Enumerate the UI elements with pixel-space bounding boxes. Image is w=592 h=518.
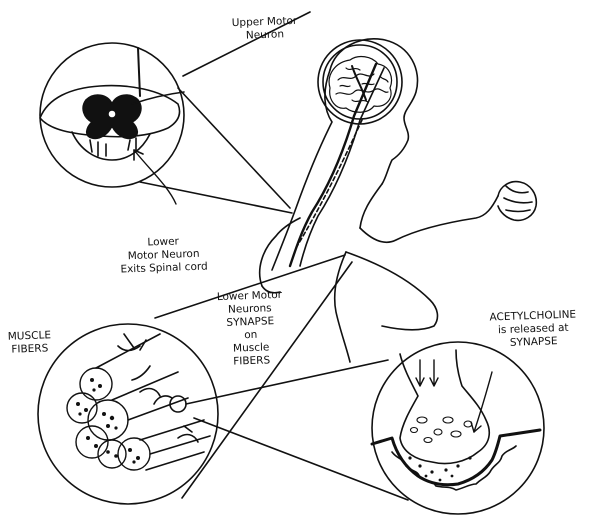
label-lower-motor-synapse-line1: Lower Motor xyxy=(217,289,283,304)
label-upper-motor-neuron-line1: Upper Motor xyxy=(232,15,298,30)
label-muscle-fibers-line2: FIBERS xyxy=(8,342,52,357)
label-lower-motor-synapse-line6: FIBERS xyxy=(219,354,285,369)
label-upper-motor-neuron: Upper Motor Neuron xyxy=(232,15,298,43)
muscle-fibers-circle xyxy=(38,324,218,504)
label-lower-motor-neuron-exits: Lower Motor Neuron Exits Spinal cord xyxy=(119,234,208,276)
label-lower-motor-synapse: Lower Motor Neurons SYNAPSE on Muscle FI… xyxy=(217,289,285,369)
label-upper-motor-neuron-line2: Neuron xyxy=(232,28,298,43)
label-lower-motor-synapse-line3: SYNAPSE xyxy=(218,315,284,330)
label-muscle-fibers: MUSCLE FIBERS xyxy=(8,329,52,356)
synapse-circle xyxy=(372,342,544,514)
spinal-cord-circle xyxy=(40,43,184,204)
label-acetylcholine: ACETYLCHOLINE is released at SYNAPSE xyxy=(489,309,577,351)
